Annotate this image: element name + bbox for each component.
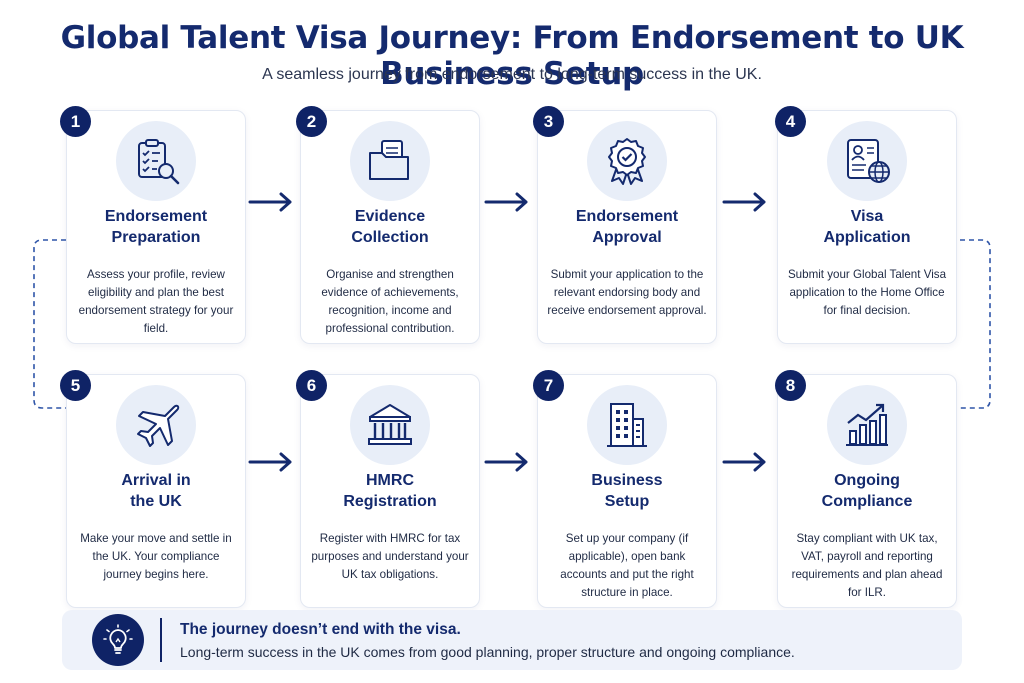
icon-circle — [350, 121, 430, 201]
government-building-icon — [368, 404, 412, 445]
summary-banner: The journey doesn’t end with the visa. L… — [62, 610, 962, 670]
step-number-badge: 8 — [775, 370, 806, 401]
arrow-right-icon — [484, 192, 528, 212]
lightbulb-icon — [103, 624, 133, 654]
step-description: Submit your application to the relevant … — [547, 268, 707, 317]
checklist-magnifier-icon — [138, 139, 180, 185]
banner-text: Long-term success in the UK comes from g… — [180, 644, 795, 660]
step-number-badge: 4 — [775, 106, 806, 137]
office-building-icon — [607, 403, 647, 447]
growth-chart-icon — [846, 403, 888, 446]
visa-document-globe-icon — [847, 139, 890, 183]
step-description: Set up your company (if applicable), ope… — [560, 532, 694, 599]
banner-title: The journey doesn’t end with the visa. — [180, 621, 461, 638]
bulb-circle — [92, 614, 144, 666]
loop-connector-right — [960, 239, 991, 409]
icon-circle — [116, 121, 196, 201]
step-number-badge: 1 — [60, 106, 91, 137]
step-number-badge: 3 — [533, 106, 564, 137]
folder-documents-icon — [369, 140, 409, 180]
arrow-right-icon — [722, 192, 766, 212]
step-description: Submit your Global Talent Visa applicati… — [787, 268, 947, 317]
step-number-badge: 5 — [60, 370, 91, 401]
icon-circle — [116, 385, 196, 465]
page-subtitle: A seamless journey from endorsement to l… — [262, 66, 762, 83]
approval-badge-icon — [608, 138, 646, 185]
loop-connector-left — [33, 239, 66, 409]
step-description: Stay compliant with UK tax, VAT, payroll… — [791, 532, 943, 599]
step-description: Assess your profile, review eligibility … — [78, 268, 234, 335]
step-number-badge: 2 — [296, 106, 327, 137]
step-description: Make your move and settle in the UK. You… — [80, 532, 232, 581]
icon-circle — [827, 385, 907, 465]
icon-circle — [587, 121, 667, 201]
arrow-right-icon — [484, 452, 528, 472]
step-description: Register with HMRC for tax purposes and … — [311, 532, 469, 581]
page-title: Global Talent Visa Journey: From Endorse… — [60, 20, 964, 92]
icon-circle — [827, 121, 907, 201]
banner-divider — [160, 618, 162, 662]
arrow-right-icon — [722, 452, 766, 472]
arrow-right-icon — [248, 452, 292, 472]
arrow-right-icon — [248, 192, 292, 212]
step-number-badge: 7 — [533, 370, 564, 401]
step-number-badge: 6 — [296, 370, 327, 401]
icon-circle — [350, 385, 430, 465]
airplane-icon — [137, 404, 180, 447]
icon-circle — [587, 385, 667, 465]
step-description: Organise and strengthen evidence of achi… — [321, 268, 459, 335]
